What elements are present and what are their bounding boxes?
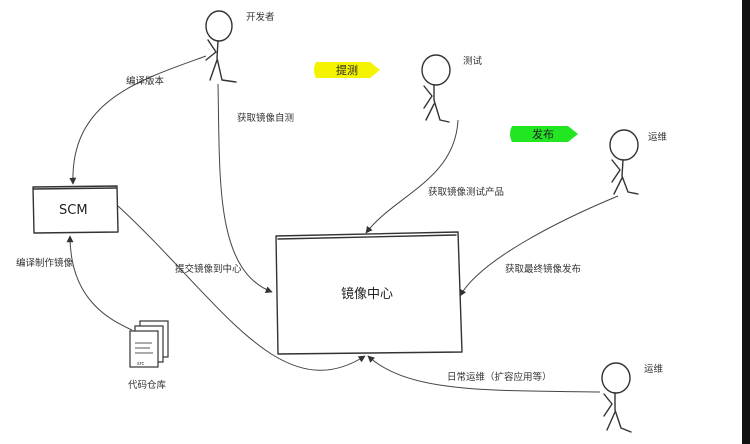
edge-developer-to-scm: [69, 55, 207, 185]
label-get-image-test-product: 获取镜像测试产品: [428, 186, 504, 198]
submit-test-tag-label: 提测: [336, 64, 358, 77]
ops-bottom-label: 运维: [644, 363, 664, 375]
edges: [66, 55, 619, 393]
edge-repo-to-scm: [66, 235, 133, 331]
ops-bottom-actor: 运维: [601, 362, 664, 433]
developer-actor: 开发者: [205, 10, 275, 83]
edge-ops-bottom-to-registry: [367, 355, 601, 393]
tester-stick-figure-icon: [421, 54, 451, 123]
developer-stick-figure-icon: [205, 10, 237, 83]
registry-node: 镜像中心: [275, 231, 463, 355]
document-stack-icon: src: [129, 320, 169, 368]
right-edge-bar: [742, 0, 750, 444]
ops-bottom-stick-figure-icon: [601, 362, 632, 433]
release-tag-shape: [510, 126, 578, 142]
release-tag-label: 发布: [532, 127, 554, 141]
label-daily-ops: 日常运维（扩容应用等）: [447, 371, 552, 383]
code-repo-node: src 代码仓库: [128, 320, 169, 391]
release-tag: 发布: [510, 126, 578, 142]
edge-scm-to-registry: [117, 205, 366, 371]
registry-box: [275, 231, 463, 355]
scm-box: [32, 185, 119, 234]
developer-label: 开发者: [246, 11, 275, 23]
submit-test-tag-shape: [314, 62, 380, 78]
registry-label: 镜像中心: [341, 287, 393, 302]
edge-ops-top-to-registry: [459, 195, 619, 297]
document-icon-text: src: [137, 361, 145, 367]
edge-tester-to-registry: [365, 119, 459, 234]
label-compile-make-image: 编译制作镜像: [16, 257, 74, 269]
ops-top-label: 运维: [648, 131, 668, 143]
label-get-final-image-release: 获取最终镜像发布: [505, 263, 581, 275]
scm-label: SCM: [59, 203, 88, 218]
scm-node: SCM: [32, 185, 119, 234]
edge-developer-to-registry: [217, 83, 273, 293]
tester-actor: 测试: [421, 54, 483, 123]
label-get-image-selftest: 获取镜像自测: [237, 112, 294, 124]
submit-test-tag: 提测: [314, 62, 380, 78]
ops-top-actor: 运维: [609, 129, 668, 195]
code-repo-label: 代码仓库: [128, 379, 167, 391]
tester-label: 测试: [463, 55, 483, 67]
label-compile-version: 编译版本: [126, 75, 165, 87]
label-submit-image-to-center: 提交镜像到中心: [175, 263, 242, 275]
ops-top-stick-figure-icon: [609, 129, 639, 195]
